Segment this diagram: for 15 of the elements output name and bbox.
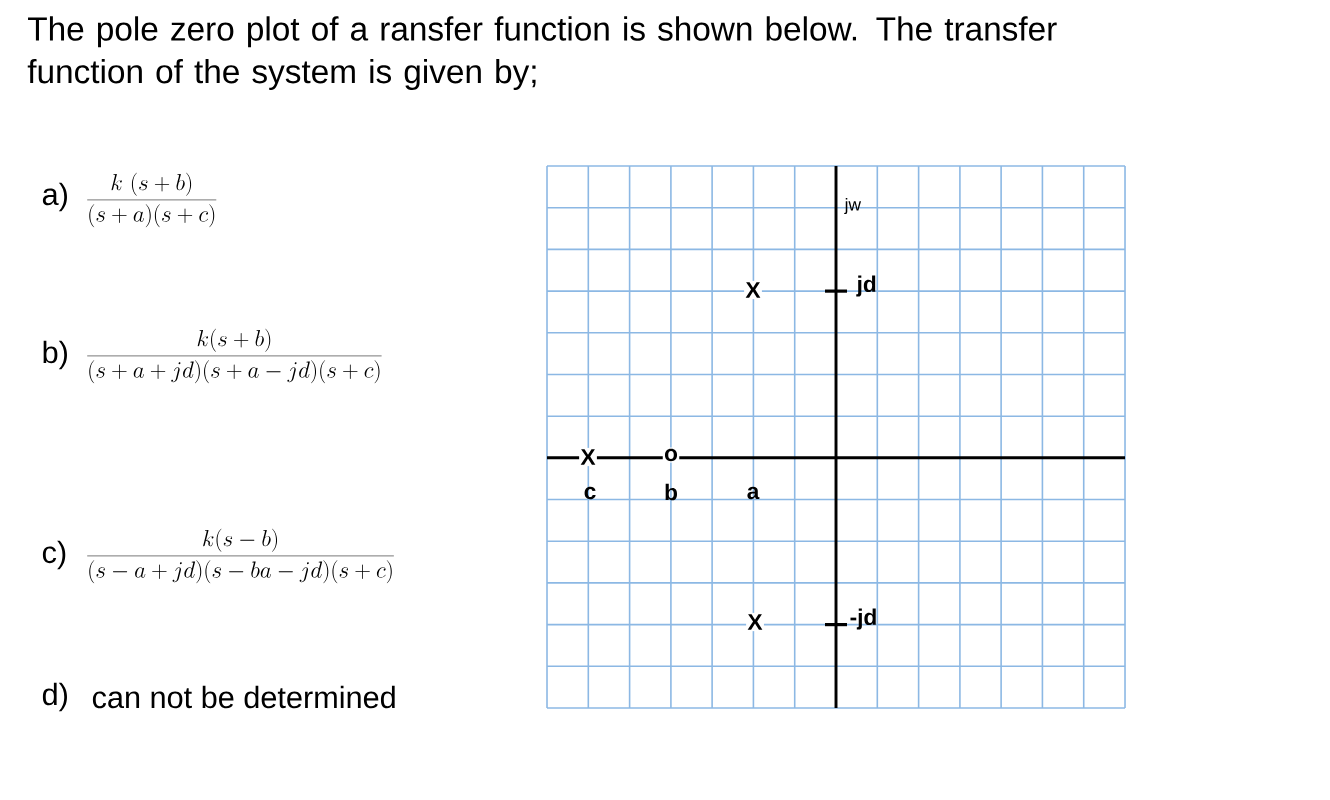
tick-label: jd bbox=[856, 275, 876, 297]
formula: $\frac{k(s-b)}{(s-a+jd)(s-ba-jd)(s+c)}$ bbox=[87, 528, 394, 584]
point-label: a bbox=[747, 486, 760, 500]
question-text: The pole zero plot of a ransfer function is shown below. The transfer function of the system is given by; bbox=[27, 16, 1057, 90]
option-letter: d) bbox=[42, 682, 67, 712]
option-letter: b) bbox=[43, 340, 67, 370]
axis-label: jw bbox=[844, 197, 862, 215]
tick-label: -jd bbox=[850, 608, 876, 630]
option-text: can not be determined bbox=[92, 685, 395, 709]
point-label: c bbox=[584, 486, 596, 500]
formula: $\frac{k(s+b)}{(s+a+jd)(s+a-jd)(s+c)}$ bbox=[87, 328, 382, 384]
formula: $\frac{k\ (s+b)}{(s+a)(s+c)}$ bbox=[87, 172, 217, 228]
option-letter: a) bbox=[42, 182, 67, 212]
point-label: b bbox=[665, 483, 677, 501]
option-letter: c) bbox=[42, 540, 66, 570]
